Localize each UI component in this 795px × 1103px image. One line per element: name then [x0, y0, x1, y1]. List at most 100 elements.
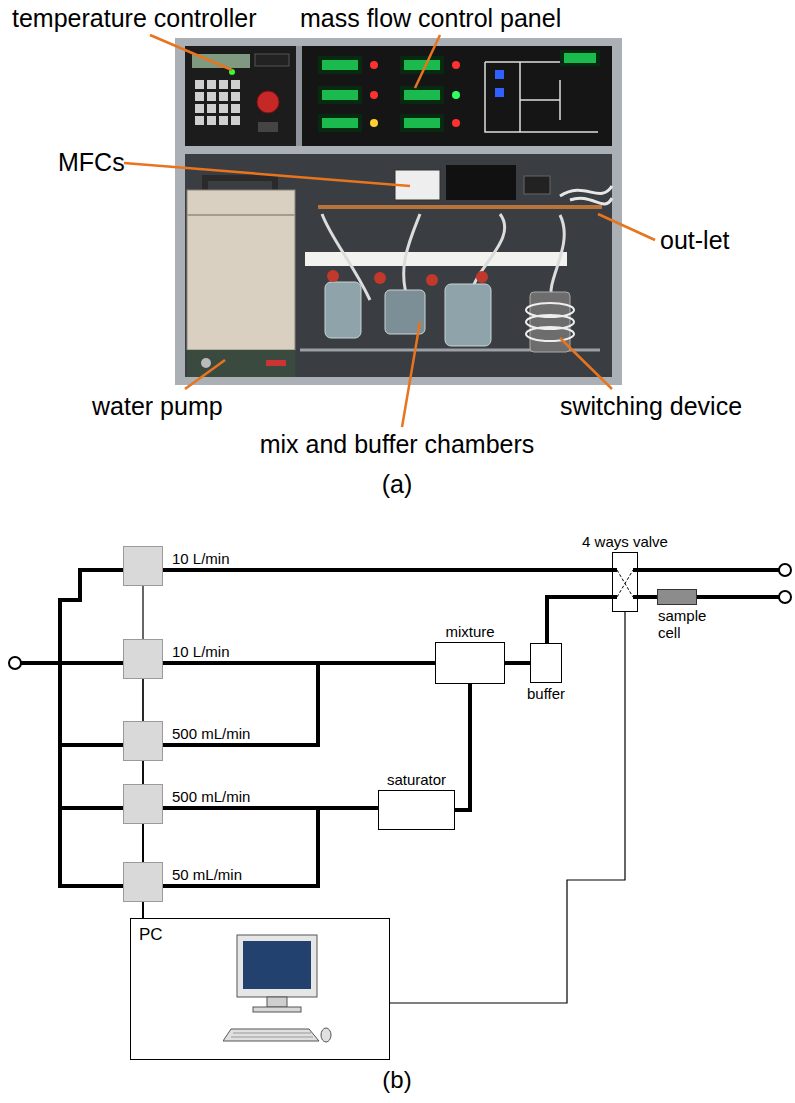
chamber-box: saturator	[378, 790, 455, 830]
mass-flow-panel	[400, 114, 444, 132]
aluminium-frame	[175, 38, 622, 46]
temperature-controller-panel	[207, 80, 216, 89]
temperature-controller-panel	[255, 54, 289, 66]
sample-cell: sample cell	[657, 589, 697, 605]
aluminium-frame	[296, 46, 302, 146]
mass-flow-controller: 50 mL/min	[123, 862, 163, 902]
mass-flow-panel	[370, 91, 378, 99]
leader-line	[598, 214, 655, 240]
mass-flow-controller: 500 mL/min	[123, 721, 163, 761]
mass-flow-controller: 10 L/min	[123, 639, 163, 679]
flow-rate-label: 500 mL/min	[172, 725, 250, 742]
mass-flow-panel	[318, 86, 362, 104]
outlet-tubes	[560, 186, 612, 204]
water-pump	[266, 360, 286, 366]
leader-line	[402, 322, 420, 427]
temperature-controller-panel	[231, 80, 240, 89]
gas-line	[547, 597, 612, 643]
temperature-controller-panel	[219, 116, 228, 125]
gas-line	[163, 568, 612, 572]
flow-rate-label: 10 L/min	[172, 643, 230, 660]
leader-line	[185, 360, 225, 389]
temperature-controller-panel	[185, 46, 296, 146]
temperature-controller-panel	[231, 116, 240, 125]
panel-tag: (b)	[382, 1066, 411, 1094]
panel-tag: (a)	[382, 470, 413, 499]
lower-bay	[185, 154, 612, 377]
photo-ground	[175, 38, 622, 385]
mass-flow-panel	[452, 61, 460, 69]
gas-line	[163, 663, 435, 745]
temperature-controller-panel	[219, 92, 228, 101]
mass-flow-panel	[452, 119, 460, 127]
aluminium-frame	[175, 38, 185, 385]
temperature-controller-panel	[258, 122, 278, 132]
computer-part	[231, 1033, 313, 1037]
temperature-controller-panel	[207, 116, 216, 125]
temperature-controller-panel	[195, 92, 204, 101]
part-label: switching device	[560, 392, 742, 421]
temperature-controller-panel	[231, 92, 240, 101]
temperature-controller-panel	[219, 104, 228, 113]
leader-line	[560, 338, 612, 389]
control-line	[142, 902, 143, 918]
node-label: mixture	[445, 623, 494, 640]
gas-line	[455, 684, 470, 810]
gas-handling-parts	[327, 270, 339, 282]
mass-flow-panel	[322, 118, 358, 128]
buffer-box: buffer	[530, 643, 562, 683]
computer-icon	[223, 929, 333, 1049]
computer-part	[243, 941, 311, 989]
temperature-controller-panel	[195, 104, 204, 113]
water-pump	[187, 178, 295, 377]
part-label: water pump	[92, 392, 223, 421]
node-label: 4 ways valve	[582, 533, 668, 550]
mass-flow-controller: 500 mL/min	[123, 784, 163, 824]
temperature-controller-panel	[195, 80, 204, 89]
temperature-controller-panel	[185, 46, 296, 146]
temperature-controller-panel	[195, 116, 204, 125]
inlet-port	[9, 657, 21, 669]
node-label: buffer	[527, 685, 565, 702]
gas-inlet-manifold	[21, 570, 779, 886]
gas-handling-parts	[476, 271, 488, 283]
leader-lines	[124, 35, 655, 427]
computer-part	[237, 935, 317, 997]
water-pump	[187, 190, 295, 350]
valve-cross	[617, 570, 633, 597]
mass-flow-panel	[564, 53, 596, 63]
part-label: out-let	[660, 226, 729, 255]
gas-line	[638, 595, 657, 599]
mass-flow-panel	[400, 86, 444, 104]
part-label: MFCs	[58, 148, 125, 177]
mass-flow-panel	[404, 118, 440, 128]
mass-flow-panel	[318, 56, 362, 74]
gas-handling-parts	[446, 165, 516, 200]
mass-flow-panel	[560, 50, 600, 66]
water-pump	[187, 214, 295, 216]
leader-line	[124, 163, 410, 186]
temperature-controller-panel	[231, 104, 240, 113]
leader-line	[415, 35, 440, 88]
flow-rate-label: 50 mL/min	[172, 866, 242, 883]
aluminium-frame	[175, 146, 622, 154]
mass-flow-panel	[452, 91, 460, 99]
gas-handling-parts	[374, 272, 386, 284]
mass-flow-panel	[322, 90, 358, 100]
mass-flow-panel	[495, 70, 504, 79]
pc-box: PC	[130, 918, 390, 1060]
mass-flow-panel	[302, 46, 612, 146]
computer-part	[253, 1007, 301, 1012]
gas-handling-parts	[524, 176, 550, 194]
temperature-controller-panel	[195, 80, 240, 125]
mass-flow-panel	[318, 114, 362, 132]
outlet-port	[779, 591, 791, 603]
computer-part	[223, 1029, 319, 1041]
water-pump	[201, 358, 211, 368]
gas-handling-parts	[325, 282, 361, 338]
temperature-controller-panel	[257, 91, 279, 113]
flow-rate-label: 10 L/min	[172, 550, 230, 567]
aluminium-frame	[175, 377, 622, 385]
four-way-valve: 4 ways valve	[612, 552, 638, 612]
